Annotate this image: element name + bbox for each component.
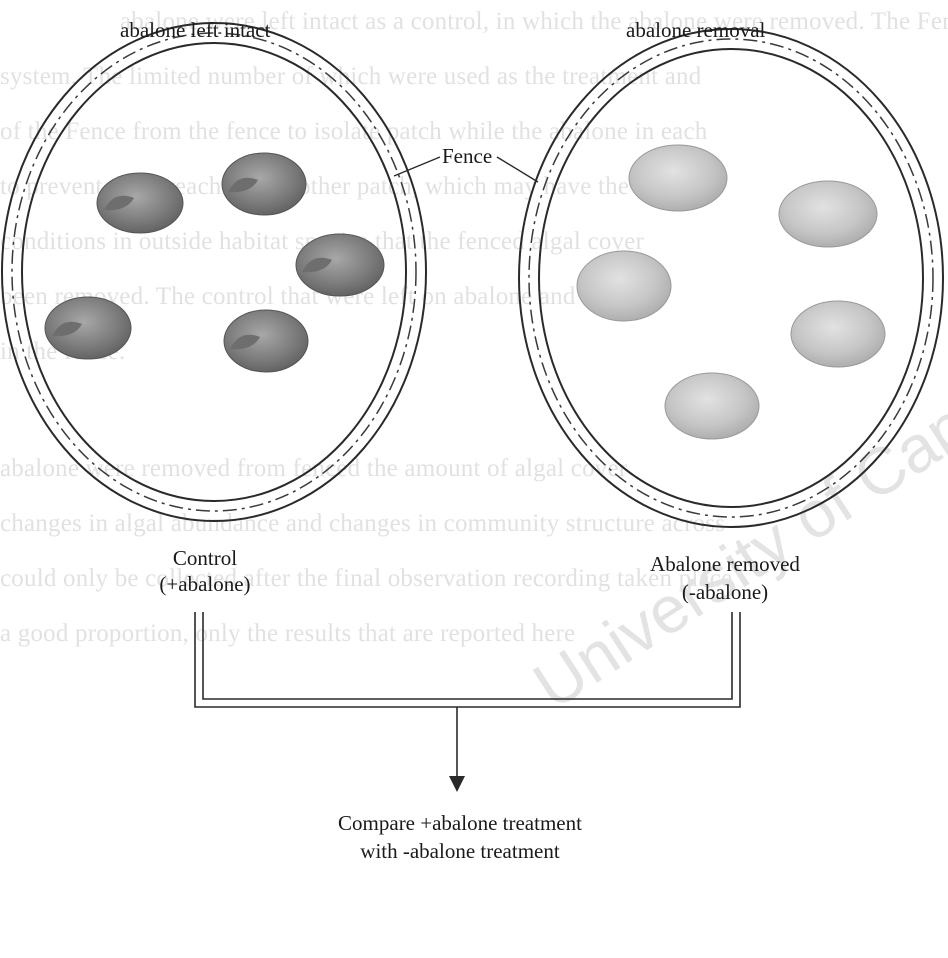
abalone-removed-outline bbox=[577, 251, 671, 321]
abalone-removed-outline bbox=[665, 373, 759, 439]
arrow-head bbox=[449, 776, 465, 792]
control-label-line1: Control bbox=[135, 546, 275, 570]
abalone-intact bbox=[296, 234, 384, 296]
abalone-intact bbox=[224, 310, 308, 372]
compare-line2: with -abalone treatment bbox=[300, 839, 620, 863]
abalone-removed-outline bbox=[629, 145, 727, 211]
fence-pointer-left bbox=[394, 157, 440, 176]
fence-label: Fence bbox=[442, 144, 492, 168]
top-right-label: abalone removal bbox=[626, 18, 765, 42]
fence-pointer-right bbox=[497, 157, 538, 182]
control-plot bbox=[2, 23, 426, 521]
abalone-intact bbox=[222, 153, 306, 215]
abalone-intact bbox=[97, 173, 183, 233]
removed-label-line2: (-abalone) bbox=[620, 580, 830, 604]
control-label-line2: (+abalone) bbox=[135, 572, 275, 596]
abalone-removed-outline bbox=[779, 181, 877, 247]
comparison-connector bbox=[195, 612, 740, 792]
top-left-label: abalone left intact bbox=[120, 18, 270, 42]
removed-label-line1: Abalone removed bbox=[620, 552, 830, 576]
compare-line1: Compare +abalone treatment bbox=[300, 811, 620, 835]
abalone-removed-outline bbox=[791, 301, 885, 367]
removal-plot bbox=[519, 29, 943, 527]
abalone-intact bbox=[45, 297, 131, 359]
